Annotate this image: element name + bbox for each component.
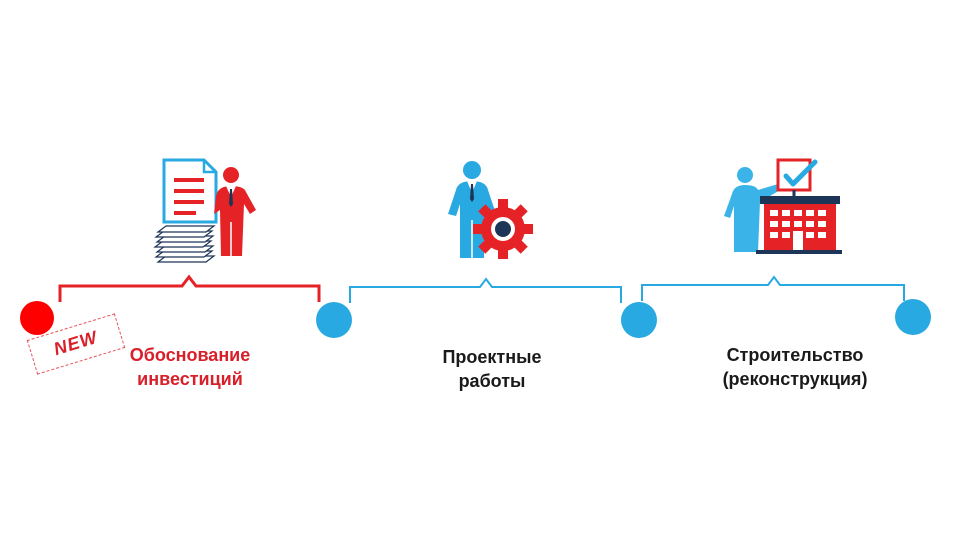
presenter-icon <box>724 167 780 252</box>
gear-icon <box>473 199 533 259</box>
stage-label-investment-justification: Обоснование инвестиций <box>70 343 310 391</box>
timeline-dot-3 <box>621 302 657 338</box>
paper-stack-icon <box>153 225 216 263</box>
stage-label-line: инвестиций <box>137 369 243 389</box>
documents-businessman-icon <box>153 158 256 263</box>
bracket-stage-1 <box>58 274 321 302</box>
stage-label-construction: Строительство (реконструкция) <box>675 343 915 391</box>
timeline-dot-2 <box>316 302 352 338</box>
stage-label-line: Строительство <box>726 345 864 365</box>
presenter-building-checkbox-icon <box>724 158 842 254</box>
stage-label-line: Проектные <box>442 347 542 367</box>
building-icon <box>756 196 842 254</box>
engineer-gear-icon <box>448 161 533 259</box>
checkbox-icon <box>776 158 818 198</box>
businessman-icon <box>214 167 256 256</box>
document-icon <box>162 158 218 224</box>
stage-label-line: (реконструкция) <box>722 369 868 389</box>
timeline-dot-start <box>20 301 54 335</box>
timeline-dot-end <box>895 299 931 335</box>
stage-label-line: Обоснование <box>129 345 251 365</box>
bracket-stage-2 <box>349 277 622 303</box>
stage-label-line: работы <box>458 371 526 391</box>
stage-label-design-work: Проектные работы <box>372 345 612 393</box>
bracket-stage-3 <box>641 275 905 301</box>
